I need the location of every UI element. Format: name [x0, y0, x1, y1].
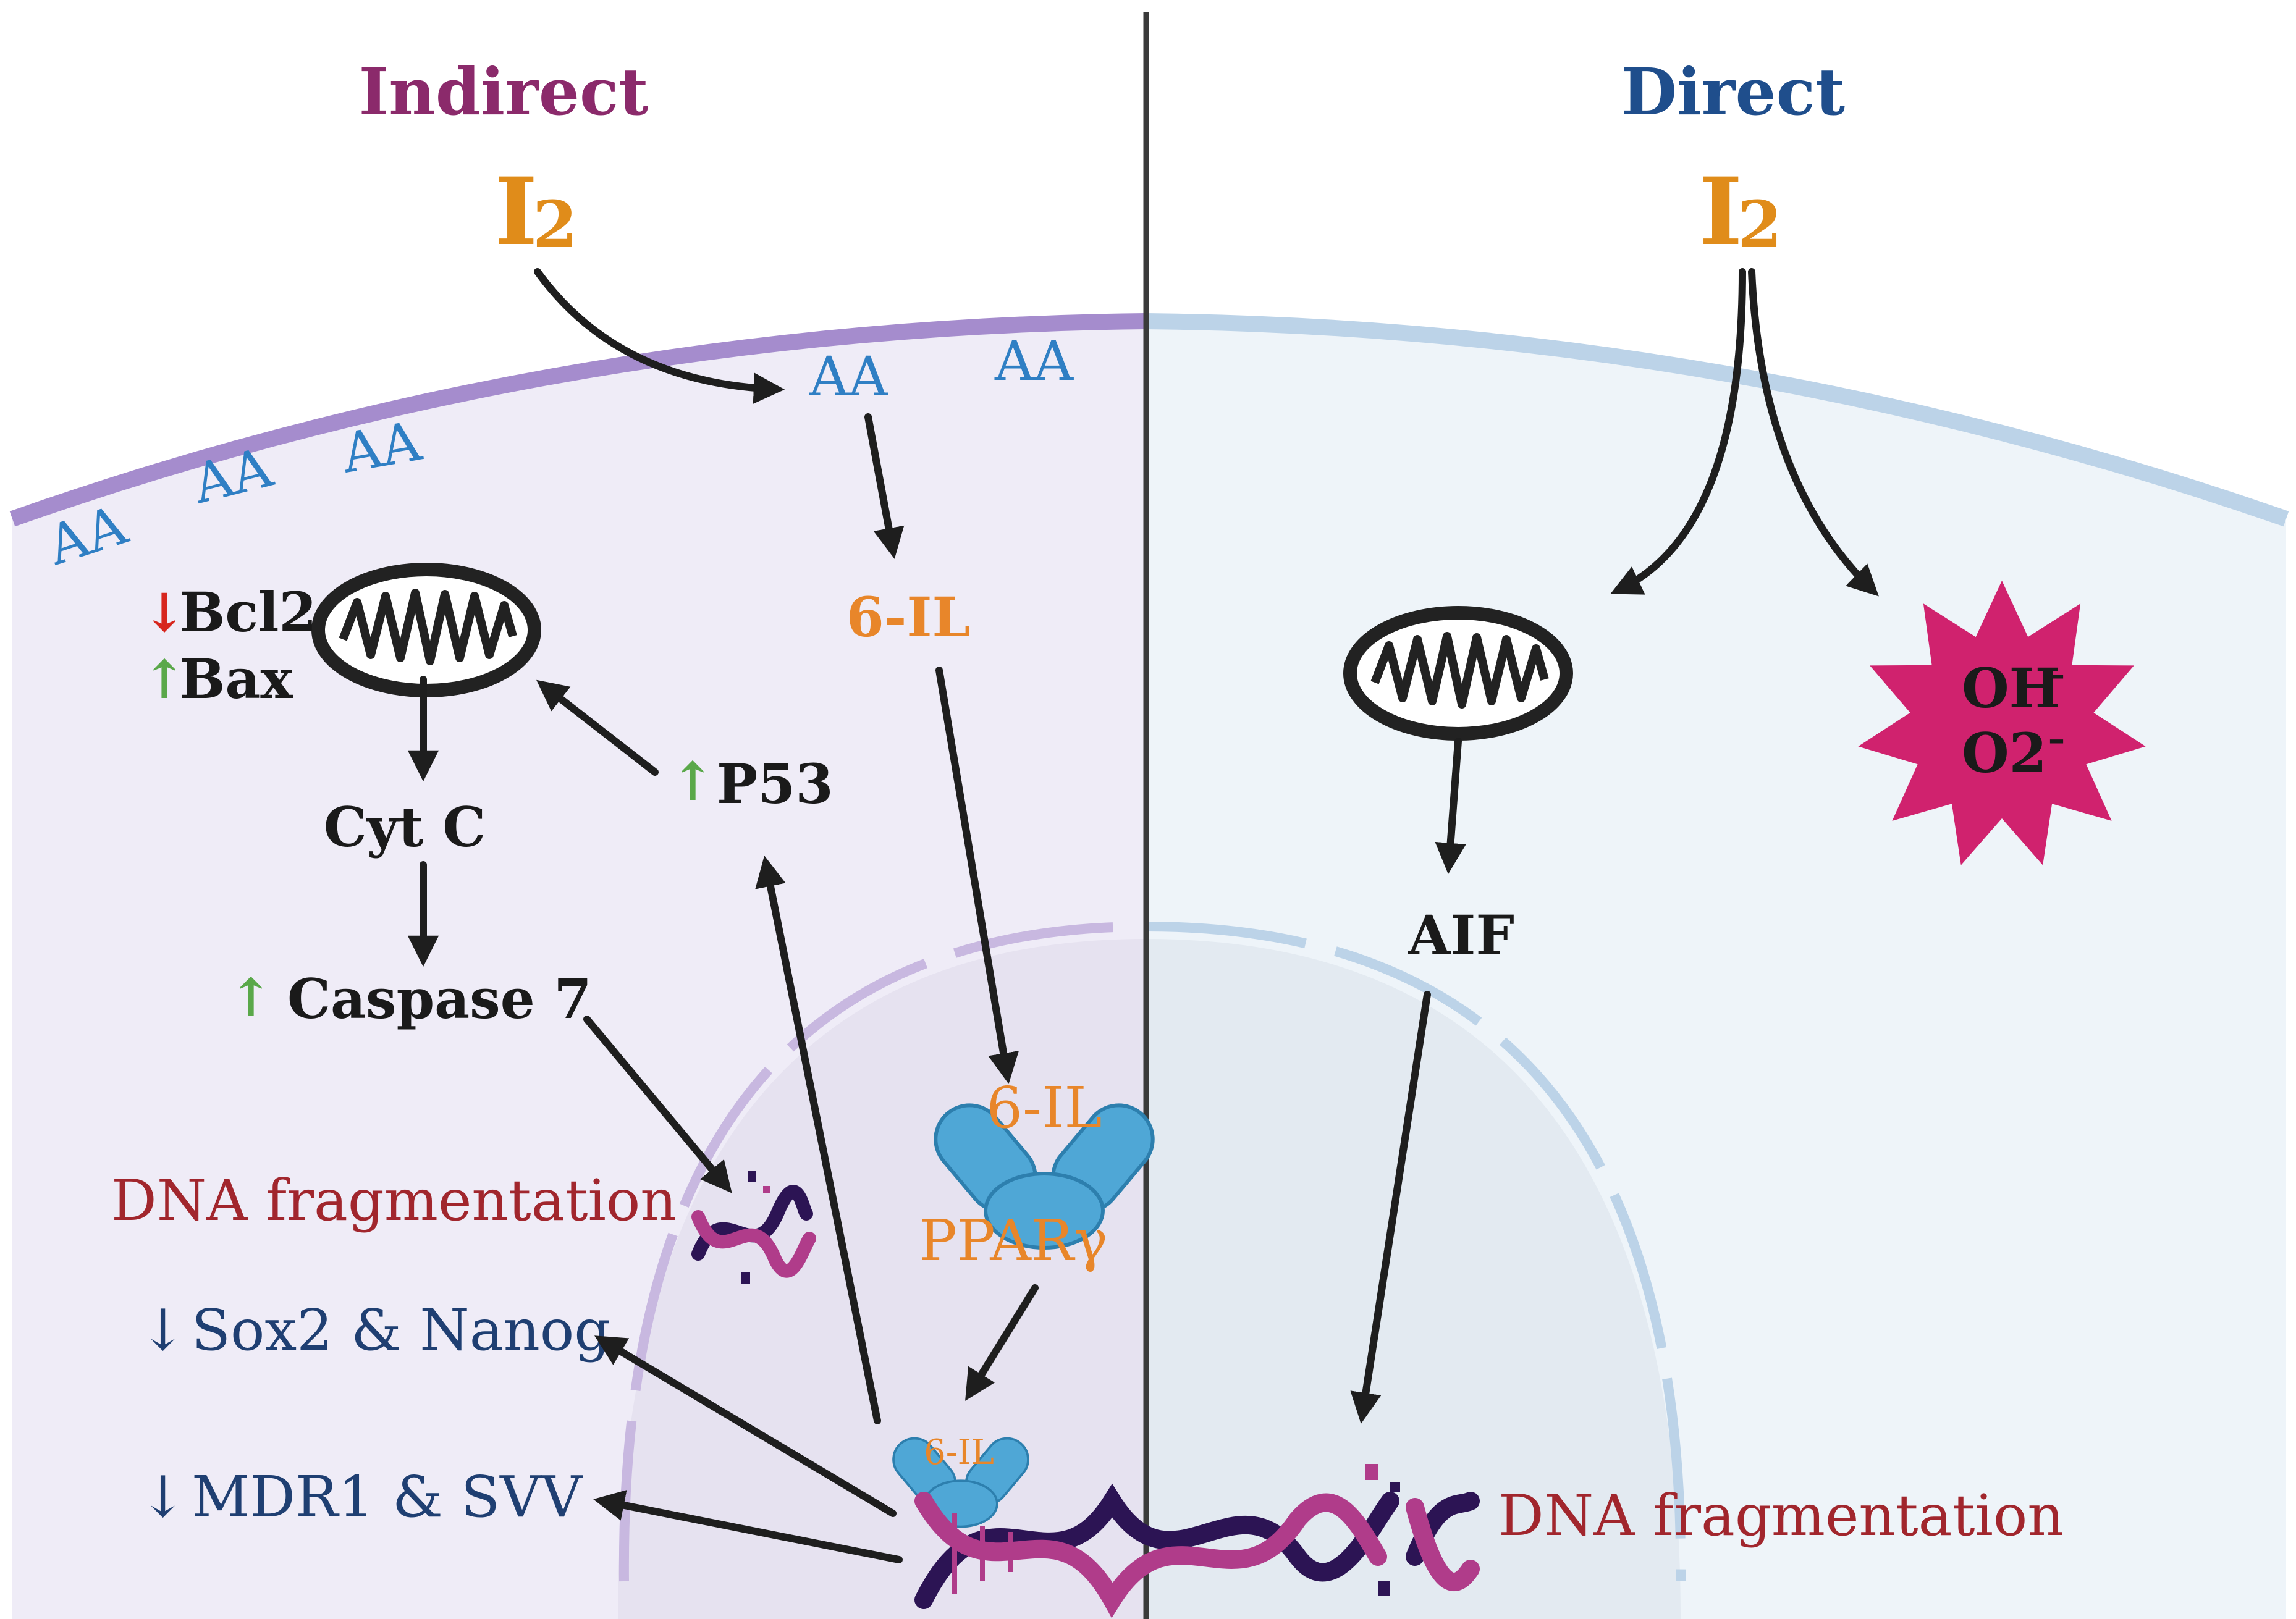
nucleus-envelope-left — [618, 922, 1147, 1582]
arrow-six-il-to-ppar — [935, 667, 1019, 1084]
sox2-nanog-label: ↓ Sox2 & Nanog — [139, 1297, 610, 1363]
ppar-gamma-label: PPARγ — [919, 1208, 1108, 1274]
aa-label: AA — [337, 409, 426, 486]
left-cell-membrane — [9, 313, 1147, 527]
direct-iodine: I 2 — [1699, 158, 1782, 266]
arrow-iodine-to-ros — [1748, 268, 1879, 597]
receptor-ligand-label: 6-IL — [986, 1075, 1102, 1141]
ros-burst-icon: OH – O2 – — [1858, 581, 2146, 865]
bax-label: ↑ Bax — [142, 647, 293, 711]
mitochondrion-icon — [318, 570, 534, 691]
dna-helix-icon — [914, 1464, 1480, 1618]
arrow-p53-to-mito — [536, 679, 659, 776]
right-cell-membrane — [1146, 313, 2289, 527]
nucleus-envelope-right — [1146, 922, 1686, 1582]
caspase-7-label: ↑ Caspase 7 — [229, 967, 592, 1031]
aif-label: AIF — [1408, 903, 1514, 967]
superoxide-label: O2 — [1962, 721, 2047, 785]
indirect-dna-fragmentation-label: DNA fragmentation — [111, 1167, 677, 1234]
svg-text:Bax: Bax — [179, 647, 293, 711]
down-arrow-icon: ↓ — [139, 1297, 187, 1363]
up-arrow-icon: ↑ — [229, 967, 273, 1029]
arrow-aa-to-six-il — [864, 413, 905, 559]
mdr1-svv-label: ↓ MDR1 & SVV — [139, 1464, 583, 1530]
svg-text:2: 2 — [1737, 187, 1782, 263]
arrow-dna-to-p53 — [755, 856, 881, 1424]
direct-heading: Direct — [1621, 54, 1845, 130]
svg-text:I: I — [1699, 158, 1742, 266]
p53-label: ↑ P53 — [670, 751, 834, 816]
indirect-heading: Indirect — [359, 54, 649, 130]
pathway-arrows — [407, 268, 1879, 1563]
hydroxyl-label: OH — [1962, 656, 2061, 720]
svg-text:Sox2 & Nanog: Sox2 & Nanog — [192, 1297, 610, 1363]
svg-text:2: 2 — [533, 187, 577, 263]
mitochondrion-icon — [1350, 613, 1566, 734]
up-arrow-icon: ↑ — [142, 649, 187, 711]
svg-text:P53: P53 — [717, 752, 834, 816]
bound-ligand-label: 6-IL — [924, 1432, 994, 1473]
svg-text:MDR1 & SVV: MDR1 & SVV — [192, 1464, 583, 1530]
aa-label: AA — [809, 345, 889, 408]
cyt-c-label: Cyt C — [324, 795, 486, 859]
arrow-iodine-to-aa — [534, 268, 785, 404]
svg-text:Caspase 7: Caspase 7 — [287, 967, 592, 1031]
charge-label: – — [2048, 654, 2065, 694]
aa-label: AA — [994, 329, 1074, 393]
bcl2-label: ↓ Bcl2 — [142, 580, 317, 644]
svg-text:I: I — [494, 158, 538, 266]
fragmented-dna-icon — [691, 1171, 816, 1284]
up-arrow-icon: ↑ — [670, 751, 715, 813]
arrow-iodine-to-mito — [1610, 268, 1746, 595]
six-il-label: 6-IL — [846, 585, 971, 649]
arrow-mito-to-aif — [1435, 738, 1466, 875]
svg-text:Bcl2: Bcl2 — [179, 580, 317, 644]
down-arrow-icon: ↓ — [142, 582, 187, 644]
arrow-ppar-to-dna — [965, 1284, 1039, 1401]
down-arrow-icon: ↓ — [139, 1464, 187, 1530]
arrow-dna-to-mdr1 — [593, 1490, 903, 1563]
arrow-caspase-to-dna — [583, 1016, 732, 1193]
arrow-dna-to-sox2 — [594, 1335, 897, 1517]
arrow-aif-to-dna — [1350, 991, 1431, 1424]
indirect-iodine: I 2 — [494, 158, 577, 266]
charge-label: – — [2048, 719, 2065, 759]
direct-dna-fragmentation-label: DNA fragmentation — [1498, 1482, 2064, 1549]
